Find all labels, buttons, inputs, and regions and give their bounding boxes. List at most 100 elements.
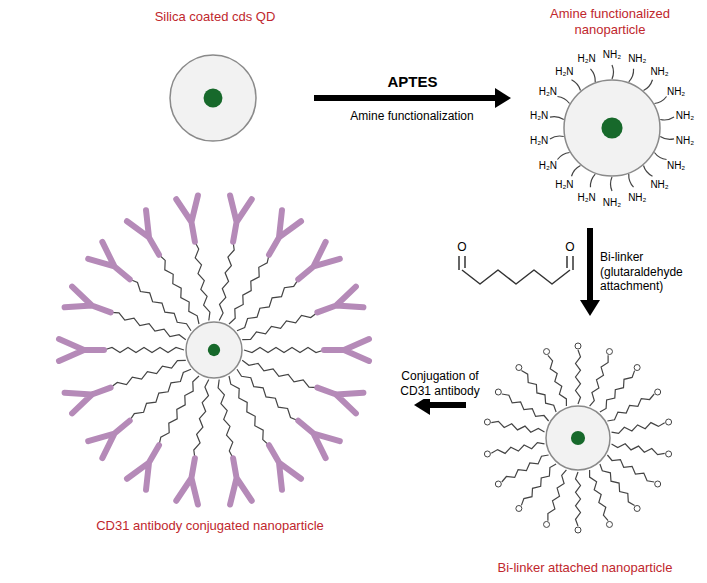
linker-chain	[607, 455, 654, 482]
silica-shell	[546, 406, 610, 470]
amine-group: NH₂	[667, 160, 685, 171]
linker-chain	[612, 423, 665, 434]
silica-shell	[170, 55, 256, 141]
aldehyde-end	[655, 389, 661, 395]
linker-chain	[219, 242, 234, 321]
cd31-antibody	[317, 388, 363, 414]
aldehyde-end	[484, 451, 490, 457]
cd31-antibody	[298, 242, 340, 279]
cd31-antibody	[324, 339, 369, 361]
aminopropyl-chain	[629, 69, 634, 82]
amine-group: H₂N	[578, 192, 596, 203]
linker-chain	[159, 255, 199, 324]
aldehyde-end	[484, 419, 490, 425]
aldehyde-end	[575, 343, 581, 349]
particle-illustration	[10, 172, 410, 540]
amine-group: H₂N	[530, 110, 548, 121]
linker-chain	[590, 355, 609, 406]
arrow-label: Conjugation of CD31 antibody	[393, 368, 487, 399]
silica-qd: Silica coated cds QD	[120, 5, 310, 145]
aminopropyl-chain	[557, 97, 569, 104]
aldehyde-end	[495, 481, 501, 487]
aldehyde-end	[634, 365, 640, 371]
aldehyde-end	[666, 419, 672, 425]
amine-group: NH₂	[650, 66, 668, 77]
linker-chain	[111, 360, 186, 387]
reaction-arrow	[580, 228, 600, 316]
amine-group: H₂N	[539, 86, 557, 97]
aldehyde-end	[634, 505, 640, 511]
linker-chain	[521, 371, 556, 412]
aminopropyl-chain	[572, 166, 581, 177]
aminopropyl-chain	[611, 177, 613, 191]
cd31-antibody	[176, 195, 198, 241]
arrow-head	[495, 88, 511, 108]
aldehyde-end	[516, 505, 522, 511]
aldehyde-end	[655, 481, 661, 487]
linker-chain	[229, 255, 269, 324]
amine-group: H₂N	[578, 53, 596, 64]
aminopropyl-chain	[629, 174, 634, 187]
linker-chain	[576, 472, 581, 526]
amine-group: NH₂	[650, 179, 668, 190]
amine-group: NH₂	[676, 135, 694, 146]
linker-chain	[104, 348, 184, 353]
linker-chain	[576, 350, 581, 404]
silica-shell	[564, 80, 660, 176]
cds-core	[204, 89, 223, 108]
arrow-label: APTES	[385, 72, 439, 92]
oxygen-atom: O	[565, 240, 574, 254]
arrow-shaft	[428, 402, 466, 408]
aldehyde-end	[606, 521, 612, 527]
aminopropyl-chain	[550, 117, 564, 120]
particle-caption: Silica coated cds QD	[155, 9, 276, 25]
amine-group: NH₂	[628, 192, 646, 203]
arrow-label: Bi-linker (glutaraldehyde attachment)	[598, 249, 702, 294]
cd31-antibody	[127, 210, 159, 254]
amine-group: H₂N	[530, 135, 548, 146]
amine-group: NH₂	[603, 197, 621, 208]
linker-chain	[130, 369, 191, 420]
linker-chain	[242, 360, 317, 387]
aldehyde-end	[544, 521, 550, 527]
aldehyde-end	[666, 451, 672, 457]
cds-core	[571, 431, 585, 445]
particle-caption: Bi-linker attached nanoparticle	[498, 560, 673, 576]
amine-group: H₂N	[555, 179, 573, 190]
aminopropyl-chain	[590, 174, 595, 187]
cd31-antibody	[59, 339, 104, 361]
linker-chain	[607, 394, 654, 421]
aldehyde-end	[544, 349, 550, 355]
linker-chain	[237, 279, 298, 330]
linker-chain	[159, 376, 199, 445]
cd31-antibody	[230, 458, 252, 504]
linker-chain	[194, 380, 209, 459]
cd31-antibody	[127, 445, 159, 489]
linker-chain	[229, 376, 269, 445]
aldehyde-end	[516, 365, 522, 371]
linker-chain	[195, 242, 210, 321]
amine-group: NH₂	[676, 110, 694, 121]
linker-chain	[548, 355, 567, 406]
bilinker-nanoparticle: Bi-linker attached nanoparticle	[470, 320, 700, 582]
arrow-head	[580, 300, 600, 316]
aminopropyl-chain	[572, 80, 581, 91]
particle-illustration	[120, 5, 310, 145]
linker-chain	[244, 348, 324, 353]
cd31-antibody	[65, 287, 111, 313]
aminopropyl-chain	[643, 80, 652, 91]
amine-group: NH₂	[667, 86, 685, 97]
linker-chain	[600, 464, 635, 505]
amine-group: NH₂	[603, 49, 621, 60]
antibody-nanoparticle: CD31 antibody conjugated nanoparticle	[10, 172, 410, 540]
aminopropyl-chain	[590, 69, 595, 82]
cd31-antibody	[88, 242, 130, 279]
cds-core	[208, 344, 220, 356]
linker-chain	[502, 455, 549, 482]
aminopropyl-chain	[557, 153, 569, 160]
cd31-antibody	[65, 388, 111, 414]
aminopropyl-chain	[660, 137, 674, 140]
amine-group: H₂N	[539, 160, 557, 171]
cd31-antibody	[269, 210, 301, 254]
linker-chain	[130, 279, 191, 330]
